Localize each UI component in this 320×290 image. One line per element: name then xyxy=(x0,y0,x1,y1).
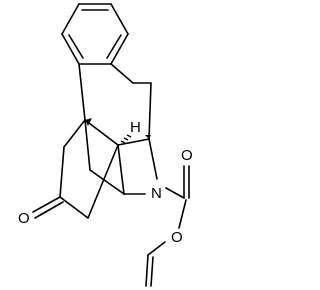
bond xyxy=(84,119,91,171)
carbonyl-oxygen-label: O xyxy=(18,210,30,227)
bond xyxy=(165,187,185,199)
bond xyxy=(178,199,187,229)
ring-bond xyxy=(61,3,80,35)
stereo-wedge xyxy=(145,135,151,139)
bond xyxy=(117,138,150,146)
bond xyxy=(148,82,152,140)
stereo-wedge xyxy=(85,118,92,126)
nitrogen-label: N xyxy=(151,185,162,202)
ring-double-bond xyxy=(106,34,122,59)
bond xyxy=(87,144,119,219)
vinyl-double-bond xyxy=(150,256,154,287)
carbamate-oxygen-label: O xyxy=(181,147,193,164)
bond xyxy=(148,138,158,180)
ketone-double-bond xyxy=(32,196,61,213)
bond xyxy=(84,119,119,146)
bond xyxy=(110,63,134,84)
ring-double-bond xyxy=(68,34,84,59)
ester-oxygen-label: O xyxy=(171,229,183,246)
vinyl-double-bond xyxy=(145,254,149,287)
benzene-ring xyxy=(61,3,129,65)
ring-bond xyxy=(110,33,129,65)
stereo-hash xyxy=(120,134,132,144)
chemical-structure-diagram: O N O O H xyxy=(18,3,193,287)
bond xyxy=(78,63,86,121)
bond xyxy=(117,144,125,195)
ketone-double-bond xyxy=(34,201,64,219)
ring-bond xyxy=(110,3,129,35)
bond xyxy=(59,196,89,219)
bond xyxy=(89,169,125,195)
bond xyxy=(59,146,65,198)
hydrogen-label: H xyxy=(130,119,141,136)
bond xyxy=(147,241,166,256)
bond xyxy=(63,119,86,148)
ring-bond xyxy=(61,33,80,65)
